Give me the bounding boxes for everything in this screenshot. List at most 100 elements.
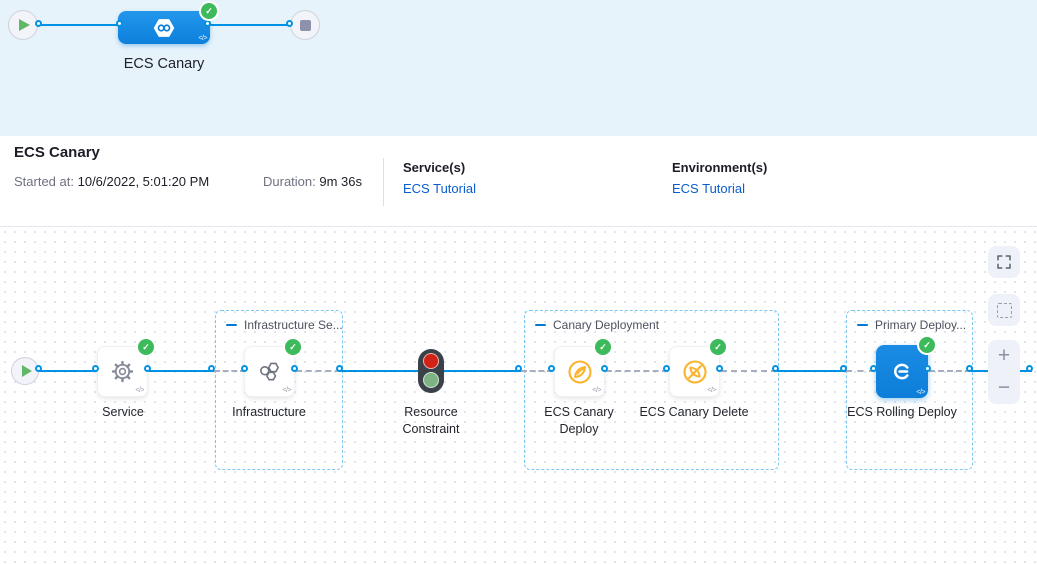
environments-link[interactable]: ECS Tutorial bbox=[672, 181, 745, 196]
success-badge: ✓ bbox=[710, 339, 726, 355]
connector-point bbox=[35, 19, 42, 27]
step-infrastructure[interactable]: ✓ </> bbox=[244, 339, 301, 397]
started-value: 10/6/2022, 5:01:20 PM bbox=[77, 174, 210, 189]
fullscreen-icon bbox=[997, 255, 1011, 269]
group-canary-deployment: Canary Deployment bbox=[524, 310, 779, 470]
pipeline-end-node[interactable] bbox=[290, 10, 320, 40]
duration-label: Duration: bbox=[263, 174, 316, 189]
edge-dashed bbox=[296, 370, 341, 372]
connector-point bbox=[241, 365, 248, 372]
environments-label: Environment(s) bbox=[672, 160, 768, 175]
edge bbox=[341, 370, 419, 372]
edge-dashed bbox=[929, 370, 971, 372]
code-icon: </> bbox=[592, 387, 601, 394]
step-label: ECS Canary Delete bbox=[639, 405, 749, 419]
success-badge: ✓ bbox=[201, 3, 217, 19]
step-ecs-rolling-deploy[interactable]: ✓ </> bbox=[876, 337, 935, 398]
infrastructure-icon bbox=[260, 362, 280, 381]
zoom-in-button[interactable]: + bbox=[997, 344, 1011, 367]
connector-point bbox=[1026, 365, 1033, 372]
duration: Duration: 9m 36s bbox=[263, 174, 362, 189]
collapse-icon bbox=[857, 324, 868, 326]
selection-button[interactable] bbox=[988, 294, 1020, 326]
group-label: Primary Deploy... bbox=[875, 318, 967, 332]
connector-point bbox=[291, 365, 298, 372]
connector-point bbox=[601, 365, 608, 372]
stage-node-ecs-canary[interactable]: ✓ </> bbox=[118, 3, 217, 44]
environments-block: Environment(s) ECS Tutorial bbox=[672, 160, 767, 196]
connector-point bbox=[772, 365, 779, 372]
edge bbox=[443, 370, 521, 372]
services-label: Service(s) bbox=[403, 160, 466, 175]
connector-point bbox=[515, 365, 522, 372]
success-badge: ✓ bbox=[285, 339, 301, 355]
success-badge: ✓ bbox=[919, 337, 935, 353]
graph-start-node[interactable] bbox=[11, 357, 39, 385]
code-icon: </> bbox=[135, 387, 144, 394]
step-ecs-canary-delete[interactable]: ✓ </> bbox=[669, 339, 726, 397]
edge bbox=[39, 370, 98, 372]
group-label: Canary Deployment bbox=[553, 318, 660, 332]
edge-dashed bbox=[721, 370, 777, 372]
connector-point bbox=[204, 19, 211, 27]
fullscreen-button[interactable] bbox=[988, 246, 1020, 278]
connector-point bbox=[663, 365, 670, 372]
step-ecs-canary-deploy[interactable]: ✓ </> bbox=[554, 339, 611, 397]
connector-point bbox=[92, 365, 99, 372]
divider bbox=[383, 158, 384, 206]
step-label: ECS Canary Deploy bbox=[544, 405, 614, 436]
edge bbox=[149, 370, 215, 372]
pipeline-minimap: ✓ </> ECS Canary bbox=[0, 0, 1037, 136]
minimap-edge bbox=[40, 24, 121, 26]
connector-point bbox=[548, 365, 555, 372]
connector-point bbox=[336, 365, 343, 372]
edge-dashed bbox=[521, 370, 553, 372]
group-infrastructure: Infrastructure Se... bbox=[215, 310, 343, 470]
edge bbox=[777, 370, 846, 372]
group-primary-deployment: Primary Deploy... bbox=[846, 310, 973, 470]
gear-icon bbox=[111, 360, 134, 383]
code-icon: </> bbox=[282, 387, 291, 394]
group-header-primary-deployment[interactable]: Primary Deploy... bbox=[857, 318, 966, 332]
services-block: Service(s) ECS Tutorial bbox=[403, 160, 476, 196]
connector-point bbox=[870, 365, 877, 372]
duration-value: 9m 36s bbox=[319, 174, 363, 189]
group-header-infrastructure[interactable]: Infrastructure Se... bbox=[226, 318, 343, 332]
execution-graph-canvas[interactable]: Infrastructure Se... Canary Deployment P… bbox=[0, 227, 1037, 564]
execution-title: ECS Canary bbox=[14, 144, 100, 161]
step-label: ECS Rolling Deploy bbox=[847, 405, 957, 419]
group-header-canary-deployment[interactable]: Canary Deployment bbox=[535, 318, 659, 332]
green-light-icon bbox=[423, 372, 439, 388]
pipeline-start-node[interactable] bbox=[8, 10, 38, 40]
connector-point bbox=[208, 365, 215, 372]
step-service[interactable]: ✓ </> bbox=[97, 339, 154, 397]
success-badge: ✓ bbox=[595, 339, 611, 355]
edge-dashed bbox=[214, 370, 246, 372]
connector-point bbox=[35, 365, 42, 372]
step-label: Infrastructure bbox=[232, 405, 306, 419]
services-link[interactable]: ECS Tutorial bbox=[403, 181, 476, 196]
stop-icon bbox=[299, 19, 311, 31]
canary-delete-icon bbox=[682, 359, 707, 384]
connector-point bbox=[840, 365, 847, 372]
ecs-icon bbox=[893, 363, 909, 380]
started-label: Started at: bbox=[14, 174, 74, 189]
code-icon: </> bbox=[198, 35, 207, 42]
connector-point bbox=[966, 365, 973, 372]
red-light-icon bbox=[423, 353, 439, 369]
zoom-out-button[interactable]: − bbox=[997, 376, 1011, 399]
marquee-icon bbox=[996, 302, 1012, 318]
connector-point bbox=[286, 19, 293, 27]
connector-point bbox=[924, 365, 931, 372]
minimap-edge bbox=[209, 24, 291, 26]
collapse-icon bbox=[535, 324, 546, 326]
play-icon bbox=[19, 19, 30, 31]
play-icon bbox=[21, 365, 32, 377]
execution-info-bar: ECS Canary Started at: 10/6/2022, 5:01:2… bbox=[0, 136, 1037, 227]
connector-point bbox=[116, 19, 123, 27]
canary-deploy-icon bbox=[567, 359, 592, 384]
edge-dashed bbox=[846, 370, 875, 372]
code-icon: </> bbox=[707, 387, 716, 394]
resource-constraint-node[interactable] bbox=[418, 349, 444, 393]
step-label: Resource Constraint bbox=[402, 405, 460, 436]
